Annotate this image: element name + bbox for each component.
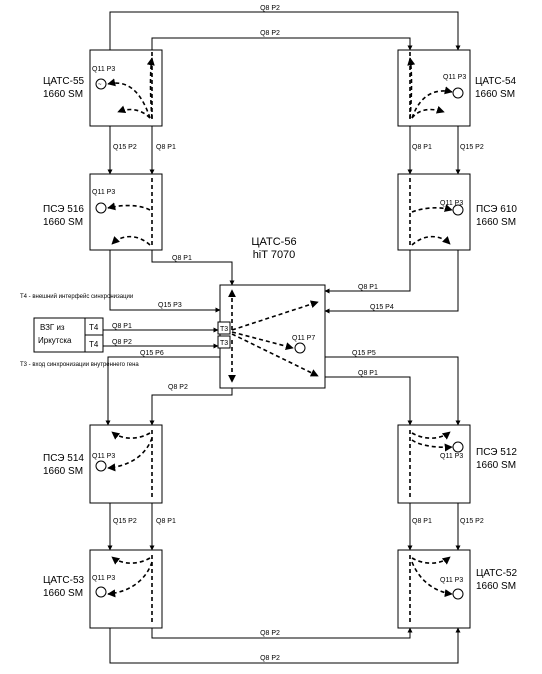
- c52-model: 1660 SM: [476, 581, 516, 592]
- right-bottom-vertical-links: Q8 P1 Q15 P2: [407, 498, 484, 551]
- left-bottom-q8-label: Q8 P1: [156, 518, 176, 525]
- top-ring-links: Q8 P2 Q8 P2: [107, 5, 461, 55]
- node-p512[interactable]: Q11 P3: [397, 424, 471, 504]
- top-outer-link-label: Q8 P2: [260, 5, 280, 12]
- right-bottom-q15-label: Q15 P2: [460, 518, 484, 525]
- vzg-line1: ВЗГ из: [40, 323, 65, 332]
- c55-name: ЦАТС-55: [43, 76, 85, 87]
- p514-name: ПСЭ 514: [43, 453, 84, 464]
- p610-name: ПСЭ 610: [476, 204, 517, 215]
- right-top-vertical-links: Q8 P1 Q15 P2: [407, 121, 484, 175]
- node-c55[interactable]: ~ Q11 P3: [89, 49, 163, 127]
- c55-model: 1660 SM: [43, 89, 83, 100]
- c54-name: ЦАТС-54: [475, 76, 517, 87]
- center-t3-bottom: T3: [220, 340, 228, 347]
- note-t3: T3 - вход синхронизации внутреннего гена: [20, 362, 139, 368]
- vzg-t4-top: T4: [89, 323, 99, 332]
- node-p516[interactable]: Q11 P3: [89, 173, 163, 251]
- node-p514[interactable]: Q11 P3: [89, 424, 163, 504]
- q15p4-label: Q15 P4: [370, 304, 394, 311]
- center-name: ЦАТС-56: [251, 236, 296, 248]
- bottom-outer-link-label: Q8 P2: [260, 655, 280, 662]
- p512-model: 1660 SM: [476, 460, 516, 471]
- center-port-label: Q11 P7: [292, 335, 315, 342]
- c52-port-label: Q11 P3: [440, 577, 463, 584]
- c54-model: 1660 SM: [475, 89, 515, 100]
- svg-text:~: ~: [98, 82, 102, 88]
- vzg-q8p2-label: Q8 P2: [112, 339, 132, 346]
- p514-port-label: Q11 P3: [92, 453, 115, 460]
- center-links: Q8 P1 Q15 P3 Q8 P1 Q15 P4 Q8 P1 Q8 P2 Q1…: [103, 245, 461, 426]
- p516-name: ПСЭ 516: [43, 204, 84, 215]
- p512-port-label: Q11 P3: [440, 453, 463, 460]
- p610-model: 1660 SM: [476, 217, 516, 228]
- vzg-q8p1-label: Q8 P1: [112, 323, 132, 330]
- right-top-q8-label: Q8 P1: [412, 144, 432, 151]
- c53-port-label: Q11 P3: [92, 575, 115, 582]
- q15p6-label: Q15 P6: [140, 350, 164, 357]
- node-c53[interactable]: Q11 P3: [89, 549, 163, 629]
- c52-name: ЦАТС-52: [476, 568, 518, 579]
- p514-model: 1660 SM: [43, 466, 83, 477]
- q15p5-label: Q15 P5: [352, 350, 376, 357]
- p516-model: 1660 SM: [43, 217, 83, 228]
- top-inner-link-label: Q8 P2: [260, 30, 280, 37]
- c53-model: 1660 SM: [43, 588, 83, 599]
- bottom-ring-links: Q8 P2 Q8 P2: [107, 623, 461, 664]
- c55-port-label: Q11 P3: [92, 66, 115, 73]
- center-model: hiT 7070: [253, 249, 296, 261]
- q15p3-label: Q15 P3: [158, 302, 182, 309]
- p512-name: ПСЭ 512: [476, 447, 517, 458]
- vzg-t4-bottom: T4: [89, 340, 99, 349]
- node-c52[interactable]: Q11 P3: [397, 549, 471, 629]
- p610-port-label: Q11 P3: [440, 200, 463, 207]
- center-p514-label: Q8 P2: [168, 384, 188, 391]
- center-p512-label: Q8 P1: [358, 370, 378, 377]
- left-top-vertical-links: Q15 P2 Q8 P1: [107, 121, 176, 175]
- right-top-q15-label: Q15 P2: [460, 144, 484, 151]
- right-bottom-q8-label: Q8 P1: [412, 518, 432, 525]
- left-top-q8-label: Q8 P1: [156, 144, 176, 151]
- node-p610[interactable]: Q11 P3: [397, 173, 471, 251]
- p516-center-label: Q8 P1: [172, 255, 192, 262]
- c53-name: ЦАТС-53: [43, 575, 85, 586]
- vzg-line2: Иркутска: [38, 336, 72, 345]
- node-c54[interactable]: Q11 P3: [397, 49, 471, 127]
- left-bottom-vertical-links: Q15 P2 Q8 P1: [107, 498, 176, 551]
- center-t3-top: T3: [220, 326, 228, 333]
- bottom-inner-link-label: Q8 P2: [260, 630, 280, 637]
- p516-port-label: Q11 P3: [92, 189, 115, 196]
- left-bottom-q15-label: Q15 P2: [113, 518, 137, 525]
- c54-port-label: Q11 P3: [443, 74, 466, 81]
- note-t4: T4 - внешний интерфейс синхронизации: [20, 293, 133, 300]
- p610-center-label: Q8 P1: [358, 284, 378, 291]
- left-top-q15-label: Q15 P2: [113, 144, 137, 151]
- vzg-source-box[interactable]: ВЗГ из Иркутска T4 T4: [33, 317, 104, 353]
- node-center[interactable]: T3 T3 Q11 P7: [217, 284, 326, 389]
